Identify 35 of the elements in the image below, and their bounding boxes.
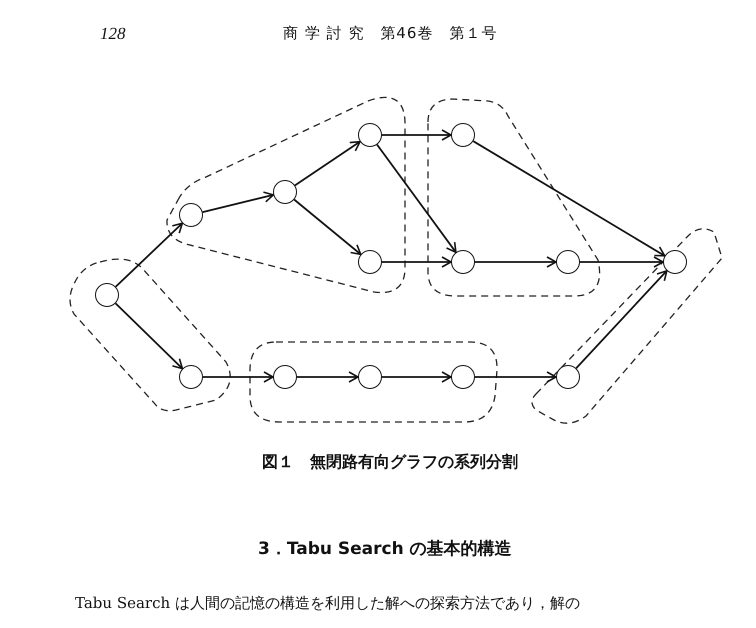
- graph-node-circle: [358, 250, 382, 274]
- graph-node-circle: [451, 365, 475, 389]
- arrow: [297, 371, 359, 383]
- graph-node-circle: [556, 365, 580, 389]
- arrow: [114, 302, 184, 370]
- graph-node-circle: [451, 123, 475, 147]
- arrow: [294, 140, 361, 186]
- figure-caption: 図１ 無閉路有向グラフの系列分割: [262, 452, 518, 473]
- graph-node-circle: [179, 203, 203, 227]
- section-heading: 3．Tabu Search の基本的構造: [258, 538, 512, 560]
- graph-node-circle: [358, 365, 382, 389]
- arrow: [202, 191, 274, 214]
- arrow: [475, 256, 557, 268]
- arrow: [382, 129, 452, 141]
- arrow: [376, 144, 457, 254]
- graph-node-circle: [358, 123, 382, 147]
- body-text: Tabu Search は人間の記憶の構造を利用した解への探索方法であり，解の: [75, 594, 580, 613]
- graph-node-circle: [451, 250, 475, 274]
- arrow: [576, 270, 668, 369]
- graph-node-circle: [273, 180, 297, 204]
- arrow: [382, 371, 452, 383]
- arrow: [203, 371, 274, 383]
- arrow: [475, 371, 557, 383]
- arrow: [382, 256, 452, 268]
- graph-node-circle: [273, 365, 297, 389]
- arrow: [115, 222, 184, 288]
- page-number: 128: [100, 24, 126, 44]
- arrow: [580, 256, 664, 268]
- graph-node-circle: [95, 283, 119, 307]
- graph-node-circle: [556, 250, 580, 274]
- graph-node-circle: [663, 250, 687, 274]
- graph-node-circle: [179, 365, 203, 389]
- arrow: [472, 140, 666, 257]
- running-header: 商 学 討 究 第46巻 第１号: [283, 24, 498, 43]
- arrow: [294, 198, 362, 256]
